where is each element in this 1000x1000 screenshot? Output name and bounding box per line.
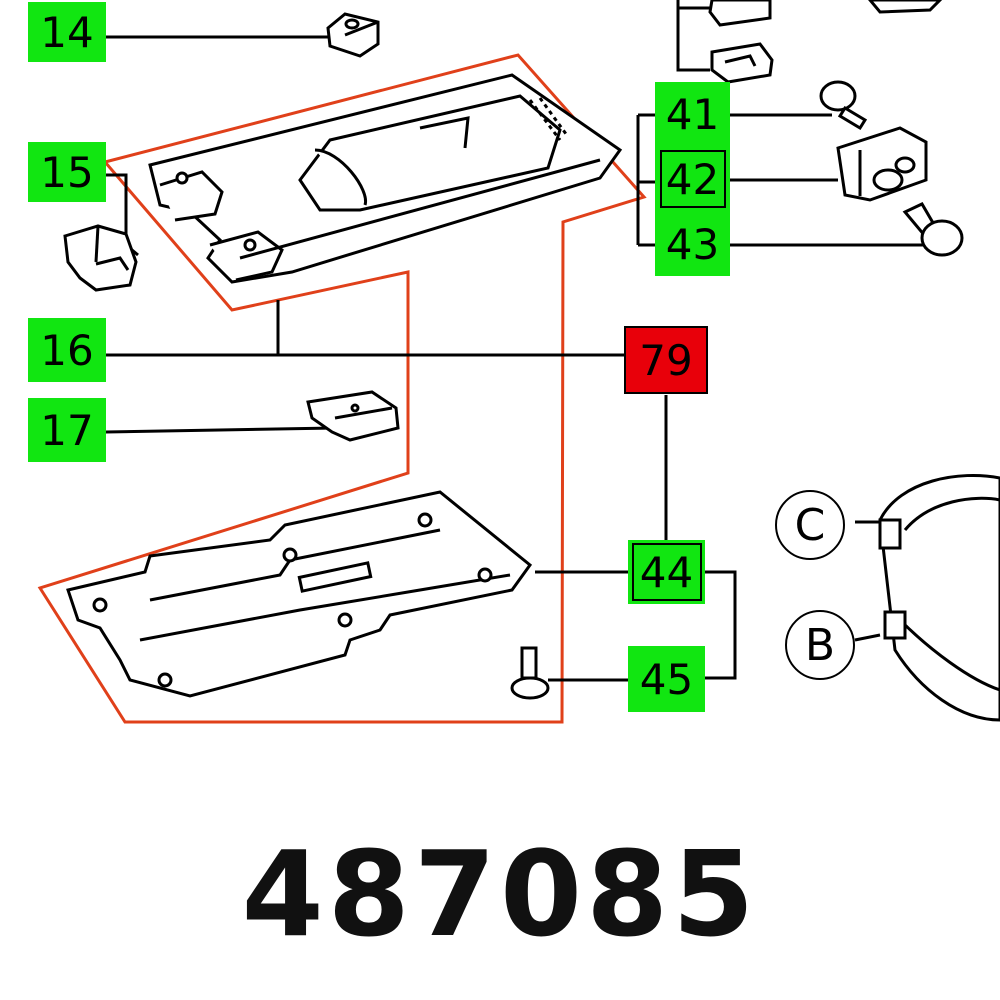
clip-icon (63, 224, 138, 292)
callout-44-box: 44 (631, 543, 702, 601)
reference-circle-c: C (775, 490, 845, 560)
callout-43: 43 (655, 212, 730, 276)
callout-14: 14 (28, 2, 106, 62)
callout-79-highlight: 79 (624, 326, 708, 394)
leader-lines (105, 0, 925, 682)
callout-41: 41 (655, 82, 730, 146)
sole-plate-icon (66, 490, 533, 698)
bracket-icon (836, 126, 928, 202)
callout-17: 17 (28, 398, 106, 462)
callout-44: 44 (628, 540, 705, 604)
clip-icon (306, 390, 400, 442)
screw-icon (819, 80, 868, 131)
part-number: 487085 (241, 825, 759, 963)
base-plate-icon (148, 73, 623, 284)
screw-icon (510, 646, 550, 700)
housing-icon (878, 473, 1000, 722)
callout-45: 45 (628, 646, 705, 712)
nut-icon (326, 12, 380, 58)
reference-circle-b: B (785, 610, 855, 680)
callout-42: 42 (655, 146, 730, 212)
screw-icon (902, 202, 964, 257)
callout-15: 15 (28, 142, 106, 202)
bracket-icon (708, 0, 943, 84)
callout-42-box: 42 (659, 150, 726, 208)
callout-16: 16 (28, 318, 106, 382)
